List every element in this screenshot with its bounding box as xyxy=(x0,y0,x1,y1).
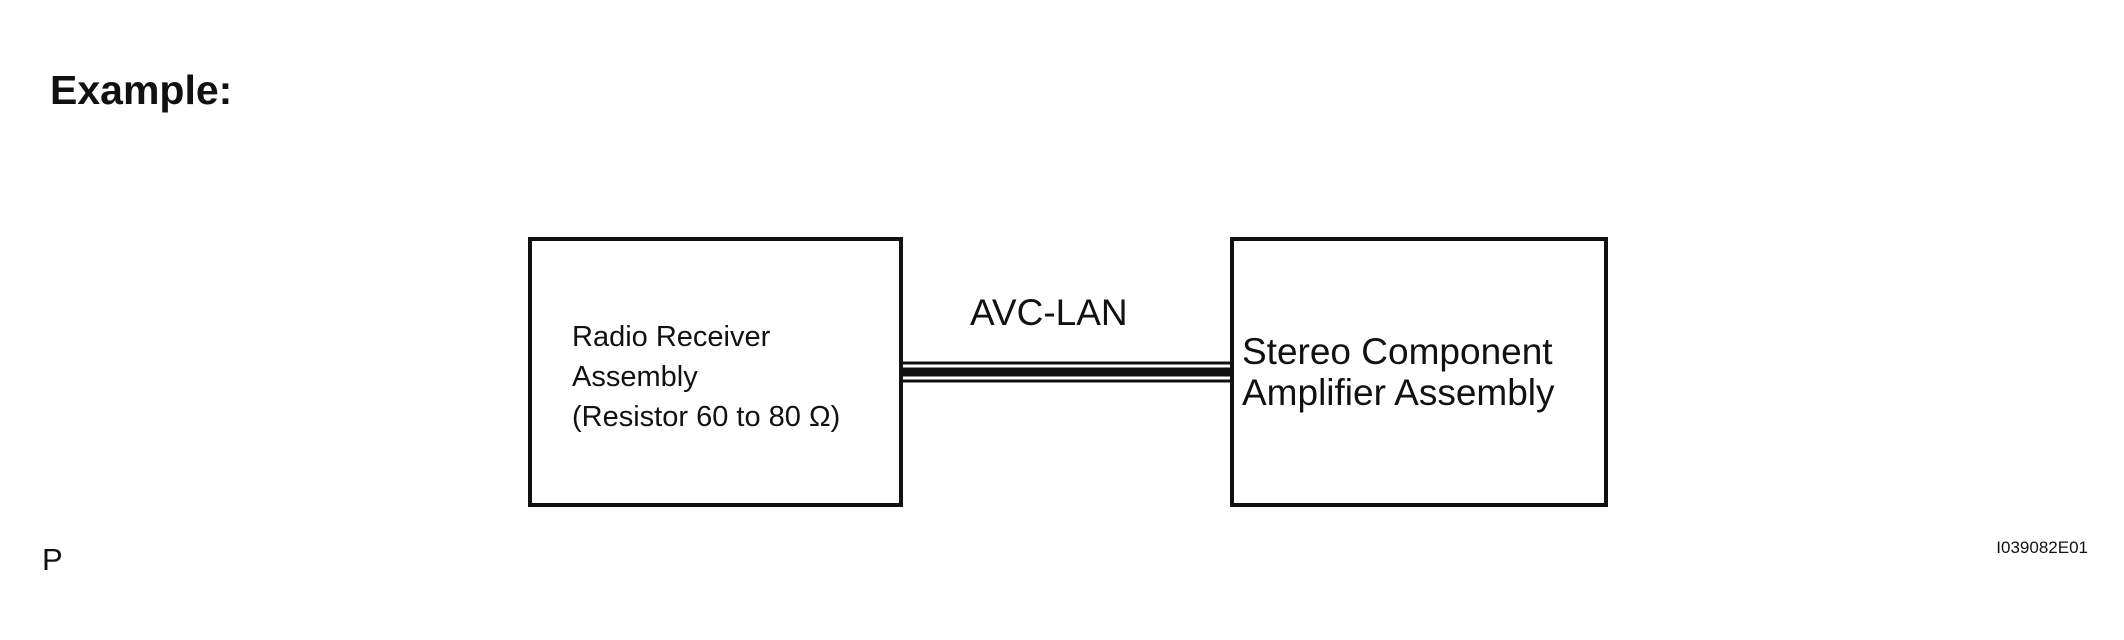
stereo-amplifier-line-1: Stereo Component xyxy=(1242,331,1553,372)
example-heading: Example: xyxy=(50,67,233,113)
stereo-amplifier-label: Stereo Component Amplifier Assembly xyxy=(1242,331,1555,413)
corner-mark-p: P xyxy=(42,542,63,577)
radio-receiver-line-3: (Resistor 60 to 80 Ω) xyxy=(572,401,841,433)
radio-receiver-assembly-box: Radio Receiver Assembly (Resistor 60 to … xyxy=(528,237,903,507)
radio-receiver-label: Radio Receiver Assembly (Resistor 60 to … xyxy=(572,317,840,437)
stereo-amplifier-line-2: Amplifier Assembly xyxy=(1242,372,1555,413)
radio-receiver-line-2: Assembly xyxy=(572,361,698,393)
radio-receiver-line-1: Radio Receiver xyxy=(572,321,771,353)
stereo-amplifier-assembly-box: Stereo Component Amplifier Assembly xyxy=(1230,237,1608,507)
avc-lan-label: AVC-LAN xyxy=(970,292,1128,333)
figure-code: I039082E01 xyxy=(1996,538,2088,557)
